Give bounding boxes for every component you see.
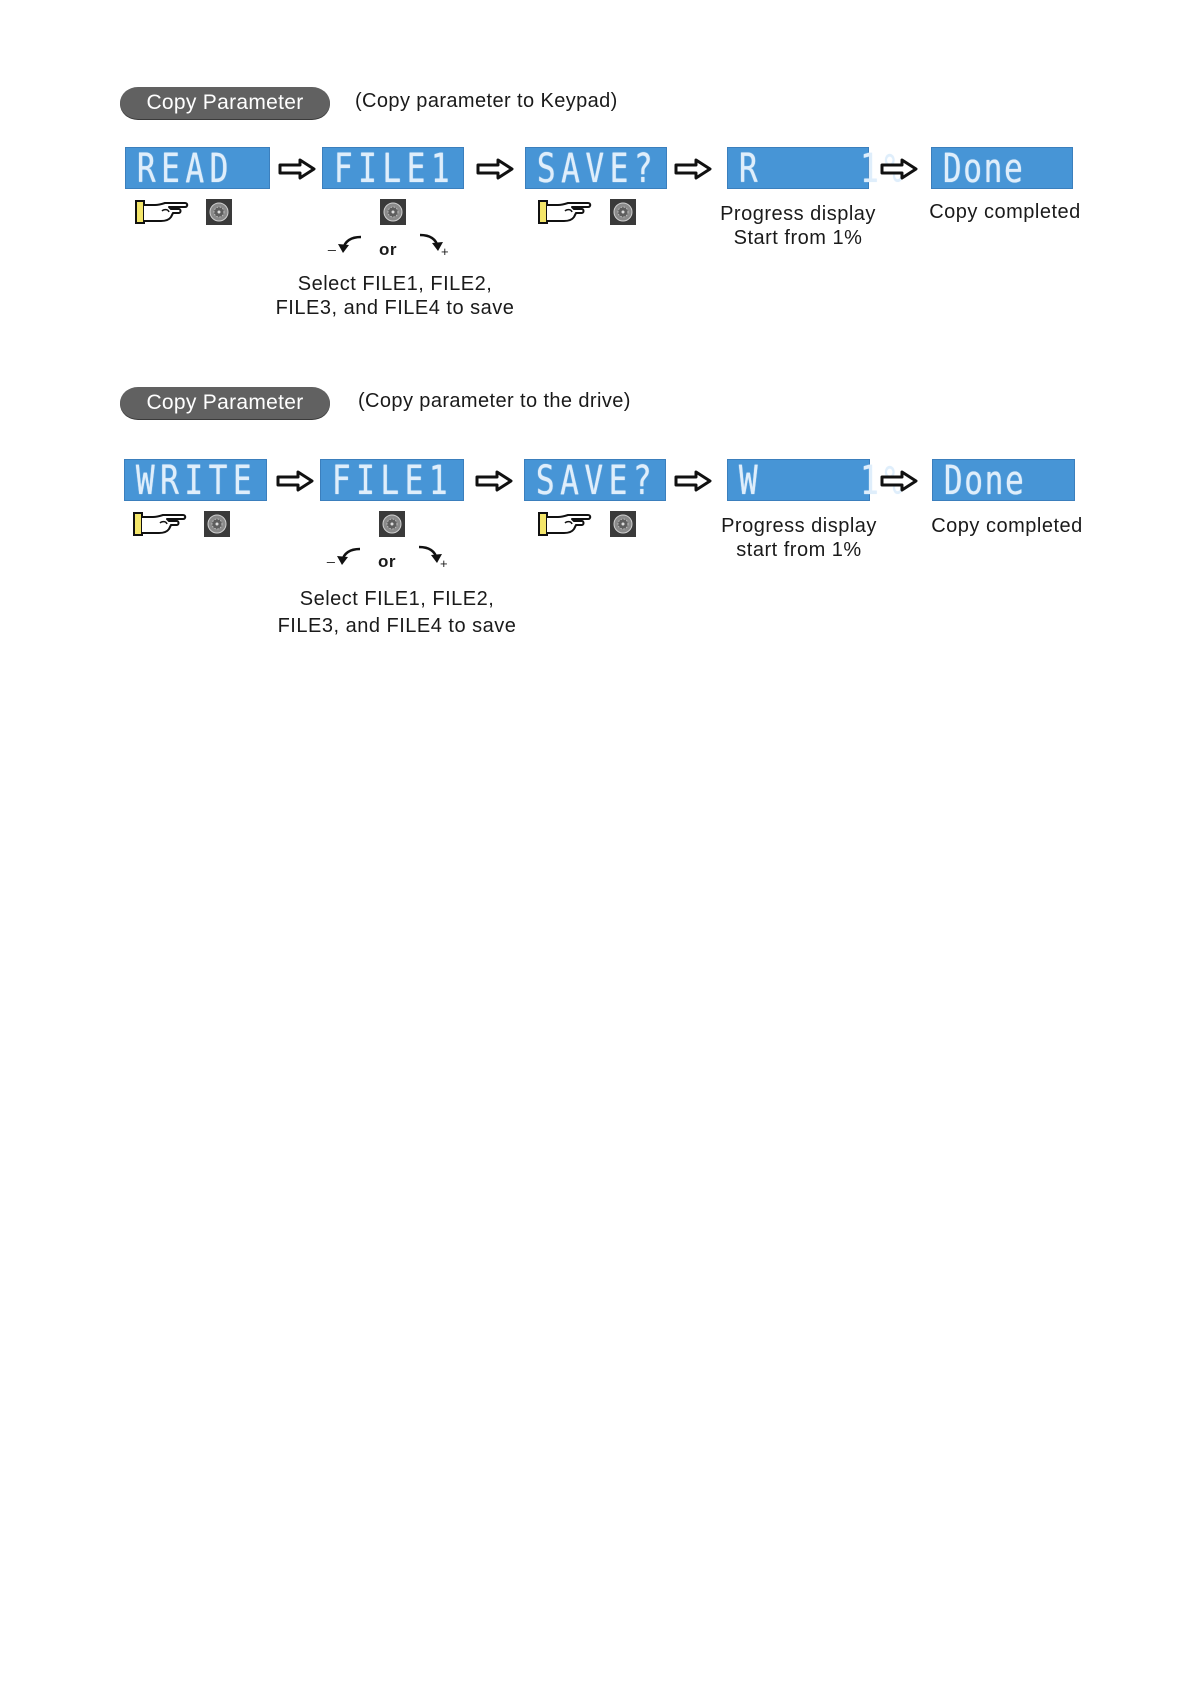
rotate-right-icon <box>418 545 442 563</box>
lcd-screen-progress: R 1% <box>727 146 909 192</box>
dial-knob-icon[interactable] <box>204 511 230 537</box>
enter-hand-icon[interactable] <box>538 199 594 225</box>
lcd-text: READ <box>136 146 234 192</box>
copy-to-drive-section: Copy Parameter (Copy parameter to the dr… <box>0 300 1191 637</box>
select-file-caption: Select FILE1, FILE2, FILE3, and FILE4 to… <box>255 272 535 320</box>
rotate-right-icon <box>419 233 443 251</box>
right-arrow-icon <box>880 470 918 492</box>
select-caption-line: Select FILE1, FILE2, <box>299 588 495 610</box>
right-arrow-icon <box>475 470 513 492</box>
select-file-caption: Select FILE1, FILE2, FILE3, and FILE4 to… <box>257 586 537 640</box>
dial-knob-icon[interactable] <box>380 199 406 225</box>
lcd-text: SAVE? <box>535 458 658 504</box>
lcd-screen-done: Done <box>932 459 1075 501</box>
lcd-text: W 1% <box>738 458 909 504</box>
section-badge: Copy Parameter <box>120 387 330 419</box>
select-caption-line: Select FILE1, FILE2, <box>297 273 493 295</box>
lcd-text: FILE1 <box>331 458 454 504</box>
lcd-screen-done: Done <box>931 147 1073 189</box>
section-badge: Copy Parameter <box>120 87 330 119</box>
right-arrow-icon <box>276 470 314 492</box>
done-caption: Copy completed <box>931 515 1083 537</box>
dial-knob-icon[interactable] <box>610 199 636 225</box>
progress-caption-line: start from 1% <box>736 539 862 561</box>
lcd-screen-progress: W 1% <box>727 458 909 504</box>
or-label: or <box>379 240 397 259</box>
right-arrow-icon <box>674 158 712 180</box>
section-subtitle: (Copy parameter to Keypad) <box>355 90 618 112</box>
lcd-screen-write: WRITE <box>124 459 267 501</box>
lcd-text: WRITE <box>135 458 258 504</box>
dial-knob-icon[interactable] <box>610 511 636 537</box>
done-caption: Copy completed <box>929 201 1081 223</box>
right-arrow-icon <box>476 158 514 180</box>
minus-sign: _ <box>328 235 336 251</box>
lcd-screen-save: SAVE? <box>525 147 667 189</box>
enter-hand-icon[interactable] <box>538 511 594 537</box>
lcd-screen-file1: FILE1 <box>320 459 464 501</box>
right-arrow-icon <box>880 158 918 180</box>
plus-sign: + <box>441 244 449 259</box>
lcd-screen-read: READ <box>125 147 270 189</box>
select-caption-line: FILE3, and FILE4 to save <box>277 615 517 637</box>
lcd-text: FILE1 <box>333 146 456 192</box>
right-arrow-icon <box>674 470 712 492</box>
lcd-text: SAVE? <box>536 146 659 192</box>
progress-caption-line: Start from 1% <box>733 227 863 249</box>
progress-caption-line: Progress display <box>720 203 876 225</box>
lcd-screen-save: SAVE? <box>524 459 666 501</box>
lcd-text: R 1% <box>738 146 909 192</box>
progress-caption: Progress display Start from 1% <box>700 202 896 250</box>
dial-knob-icon[interactable] <box>206 199 232 225</box>
progress-caption-line: Progress display <box>721 515 877 537</box>
lcd-text: Done <box>942 146 1025 192</box>
section-subtitle: (Copy parameter to the drive) <box>358 390 631 412</box>
select-caption-line: FILE3, and FILE4 to save <box>275 297 515 319</box>
rotate-choice: _ or + <box>325 233 455 263</box>
plus-sign: + <box>440 556 448 571</box>
enter-hand-icon[interactable] <box>133 511 189 537</box>
enter-hand-icon[interactable] <box>135 199 191 225</box>
rotate-left-icon <box>337 547 361 565</box>
dial-knob-icon[interactable] <box>379 511 405 537</box>
right-arrow-icon <box>278 158 316 180</box>
lcd-text: Done <box>943 458 1026 504</box>
rotate-choice: _ or + <box>324 545 454 575</box>
copy-to-keypad-section: Copy Parameter (Copy parameter to Keypad… <box>0 0 1191 319</box>
or-label: or <box>378 552 396 571</box>
minus-sign: _ <box>327 547 335 563</box>
rotate-left-icon <box>338 235 362 253</box>
progress-caption: Progress display start from 1% <box>700 514 898 562</box>
lcd-screen-file1: FILE1 <box>322 147 464 189</box>
